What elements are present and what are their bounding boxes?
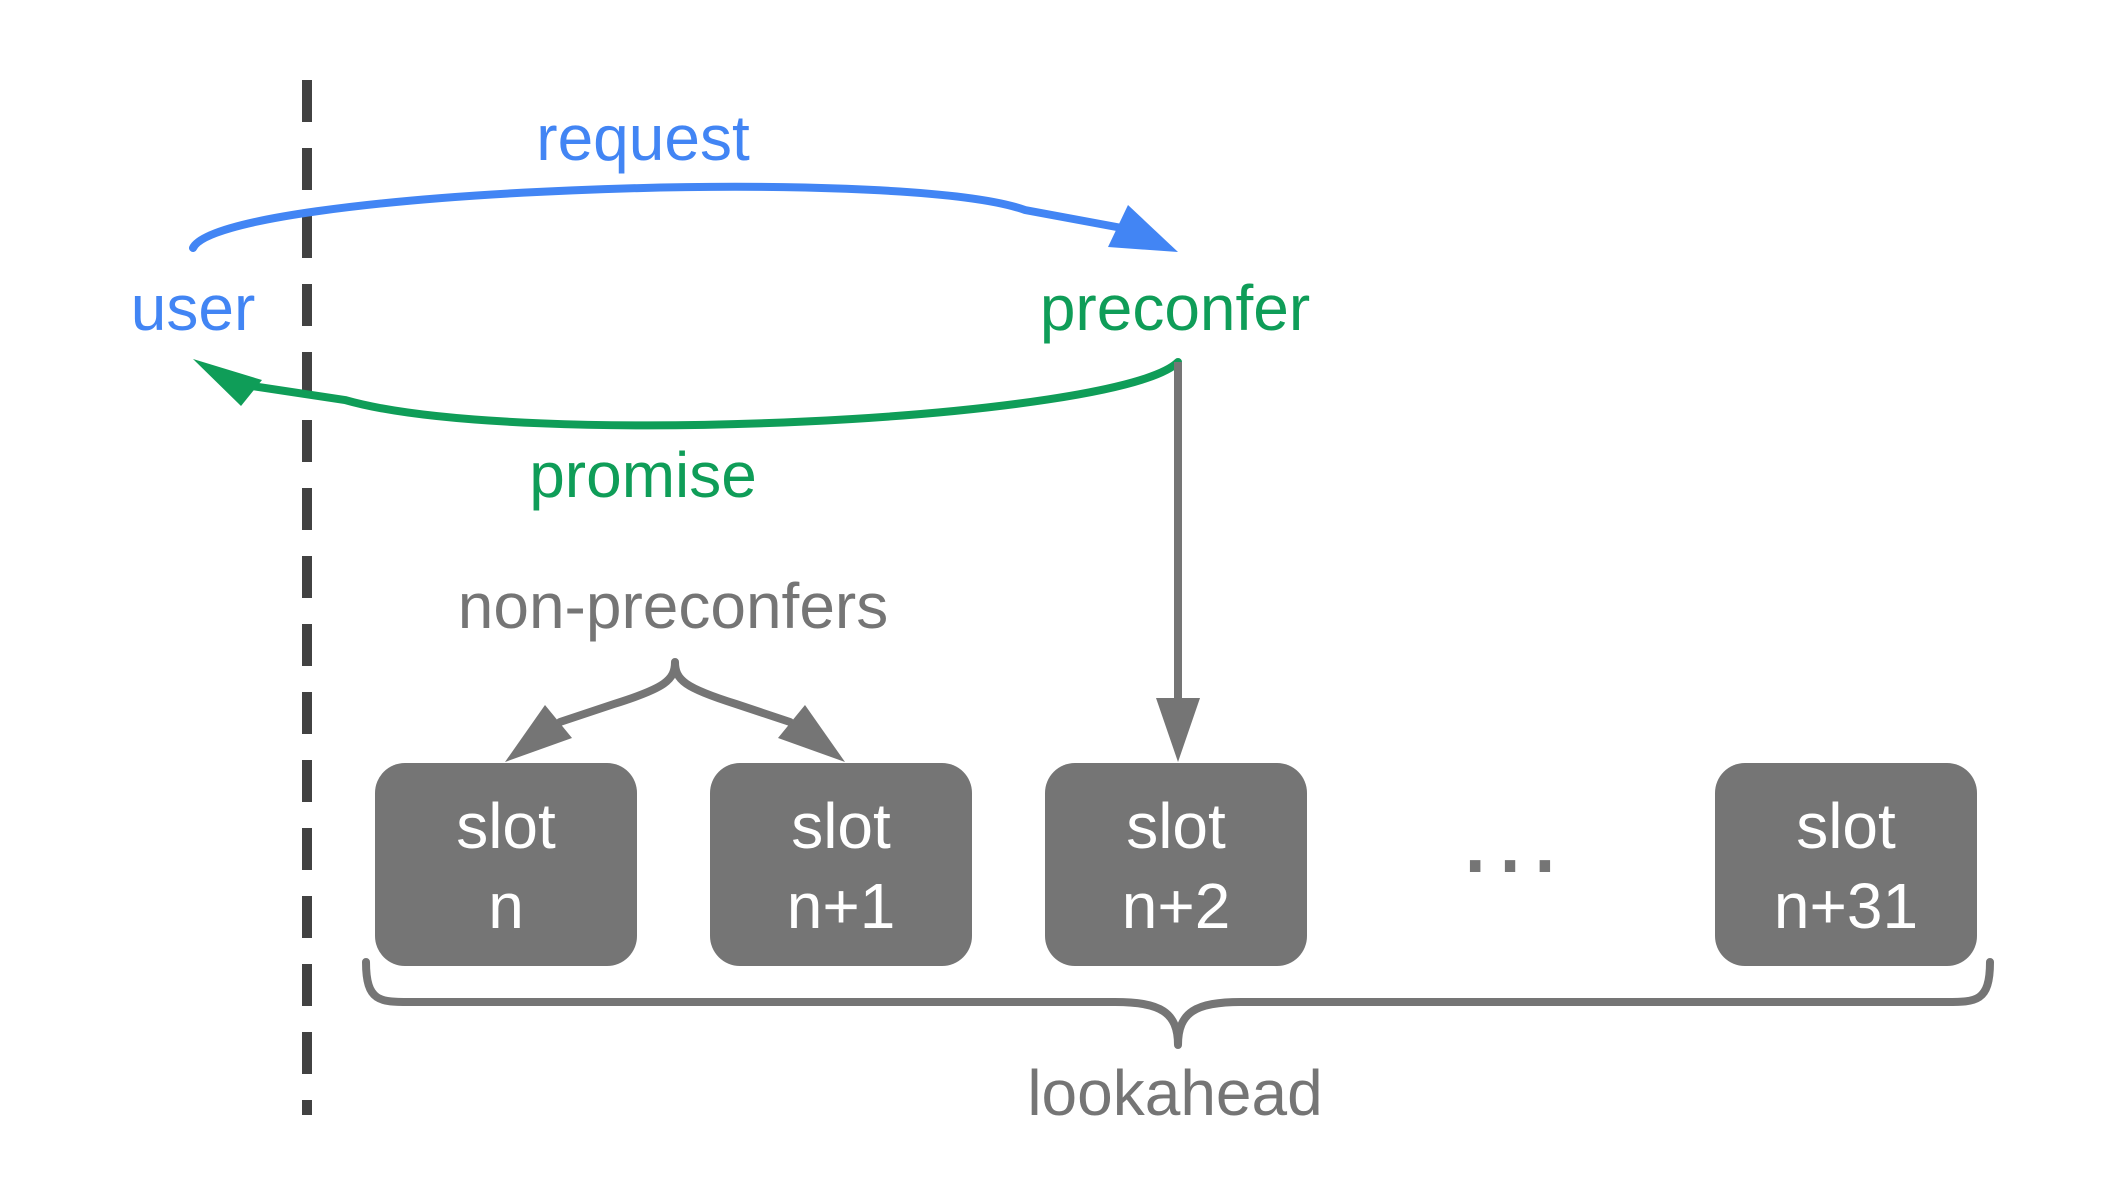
slot-box-rect bbox=[1045, 763, 1307, 966]
ellipsis: … bbox=[1455, 773, 1565, 896]
slot-box: slot n+2 bbox=[1045, 763, 1307, 966]
non-preconfers-brace bbox=[556, 658, 794, 726]
promise-arrowhead bbox=[193, 359, 262, 406]
slot-label-line1: slot bbox=[456, 790, 556, 862]
non-preconfers-arrowhead-left bbox=[505, 705, 572, 762]
lookahead-brace bbox=[362, 958, 1994, 1049]
user-label: user bbox=[131, 272, 256, 344]
request-label: request bbox=[536, 102, 750, 174]
non-preconfers-arrowhead-right bbox=[778, 705, 845, 762]
preconfer-to-slot-arrowhead bbox=[1156, 698, 1200, 762]
slot-label-line2: n+2 bbox=[1122, 870, 1231, 942]
lookahead-label: lookahead bbox=[1027, 1057, 1322, 1129]
slot-box-rect bbox=[710, 763, 972, 966]
promise-arrow bbox=[241, 358, 1182, 430]
promise-label: promise bbox=[529, 439, 757, 511]
slot-label-line1: slot bbox=[791, 790, 891, 862]
request-arrow bbox=[189, 182, 1126, 252]
slot-label-line2: n+31 bbox=[1774, 870, 1918, 942]
preconfer-label: preconfer bbox=[1040, 272, 1310, 344]
slot-label-line2: n bbox=[488, 870, 524, 942]
slot-box: slot n bbox=[375, 763, 637, 966]
slot-box-rect bbox=[1715, 763, 1977, 966]
slot-label-line1: slot bbox=[1796, 790, 1896, 862]
request-arrowhead bbox=[1108, 205, 1178, 252]
non-preconfers-label: non-preconfers bbox=[458, 570, 888, 642]
slot-box: slot n+1 bbox=[710, 763, 972, 966]
slot-label-line2: n+1 bbox=[787, 870, 896, 942]
slot-box-rect bbox=[375, 763, 637, 966]
slot-label-line1: slot bbox=[1126, 790, 1226, 862]
slot-box: slot n+31 bbox=[1715, 763, 1977, 966]
